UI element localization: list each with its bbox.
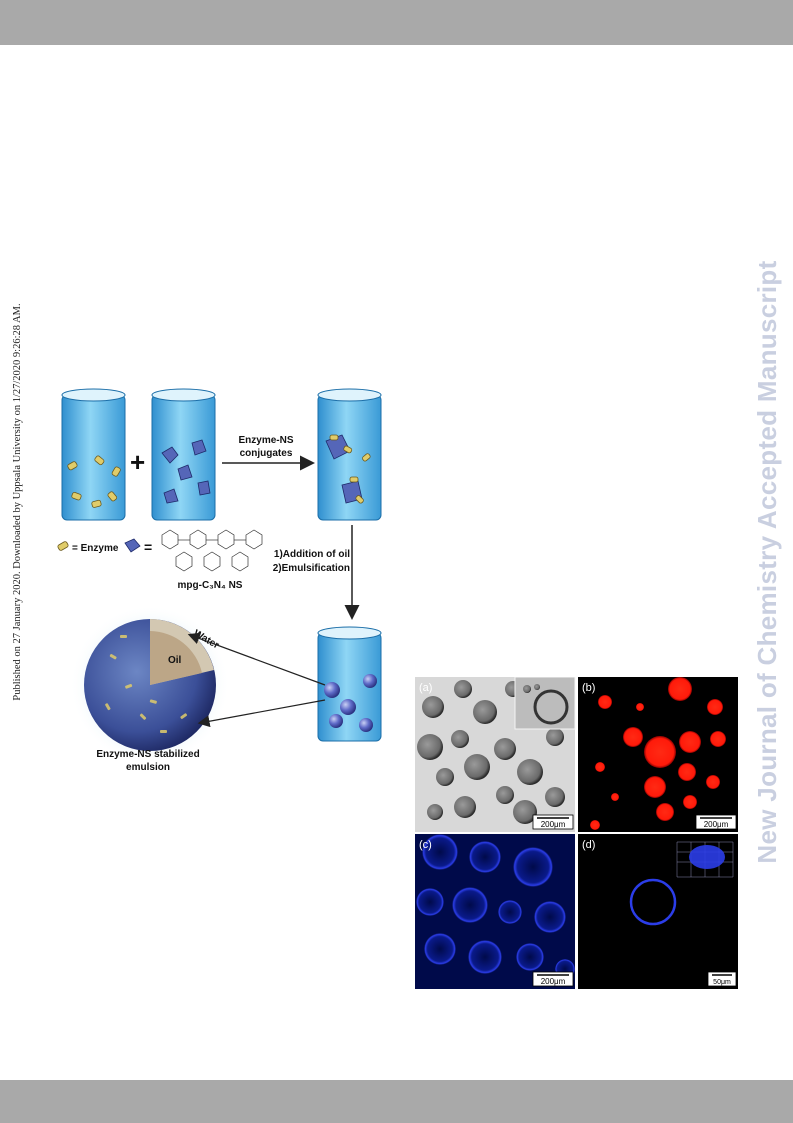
legend-ns-label: mpg-C₃N₄ NS	[178, 580, 243, 591]
c3n4-structure-icon	[161, 529, 263, 572]
panel-b-label: (b)	[582, 682, 595, 694]
stabilized-droplet: Water Oil	[70, 605, 230, 765]
panel-b-red-fluorescence: (b) 200μm	[578, 677, 738, 832]
legend: = Enzyme = mpg-C₃N₄ NS	[57, 529, 263, 591]
arrow-label-line1: Enzyme-NS	[238, 435, 293, 446]
beaker-enzyme	[61, 388, 126, 521]
arrow-label-line2: conjugates	[240, 448, 293, 459]
nanosheet-legend-icon	[124, 538, 141, 553]
beaker-emulsion	[317, 626, 382, 742]
panel-c-label: (c)	[419, 839, 432, 851]
step1-label: 1)Addition of oil	[274, 549, 350, 560]
emulsion-scheme-figure: + Enzyme-NS conjugates	[50, 385, 390, 785]
panel-a-scale: 200μm	[541, 820, 566, 829]
accepted-manuscript-watermark: New Journal of Chemistry Accepted Manusc…	[752, 260, 782, 864]
step2-label: 2)Emulsification	[273, 563, 350, 574]
panel-c-blue-fluorescence: (c) 200μm	[415, 834, 575, 989]
beaker-conjugates	[317, 388, 382, 521]
oil-label: Oil	[168, 655, 182, 666]
panel-a-brightfield: (a) 200μm	[415, 677, 576, 832]
caption-line2: emulsion	[126, 762, 170, 773]
publication-note: Published on 27 January 2020. Downloaded…	[12, 303, 23, 701]
panel-d-scale: 50μm	[713, 979, 731, 986]
panel-d-label: (d)	[582, 839, 595, 851]
zoom-arrow-upper	[187, 632, 326, 686]
beaker-nanosheet	[151, 388, 216, 521]
panel-d-single-droplet: (d) 50μm	[578, 834, 738, 989]
micrograph-figure: (a) 200μm (b) 200μm	[415, 677, 738, 989]
panel-b-scale: 200μm	[704, 820, 729, 829]
enzyme-legend-icon	[57, 541, 69, 551]
header-bar	[0, 0, 793, 45]
caption-line1: Enzyme-NS stabilized	[96, 749, 199, 760]
legend-equals: =	[144, 539, 152, 555]
zoom-arrow-lower	[197, 699, 326, 728]
legend-enzyme-label: = Enzyme	[72, 543, 119, 554]
plus-sign: +	[130, 447, 145, 477]
panel-a-label: (a)	[419, 682, 432, 694]
footer-bar	[0, 1080, 793, 1123]
panel-c-scale: 200μm	[541, 977, 566, 986]
